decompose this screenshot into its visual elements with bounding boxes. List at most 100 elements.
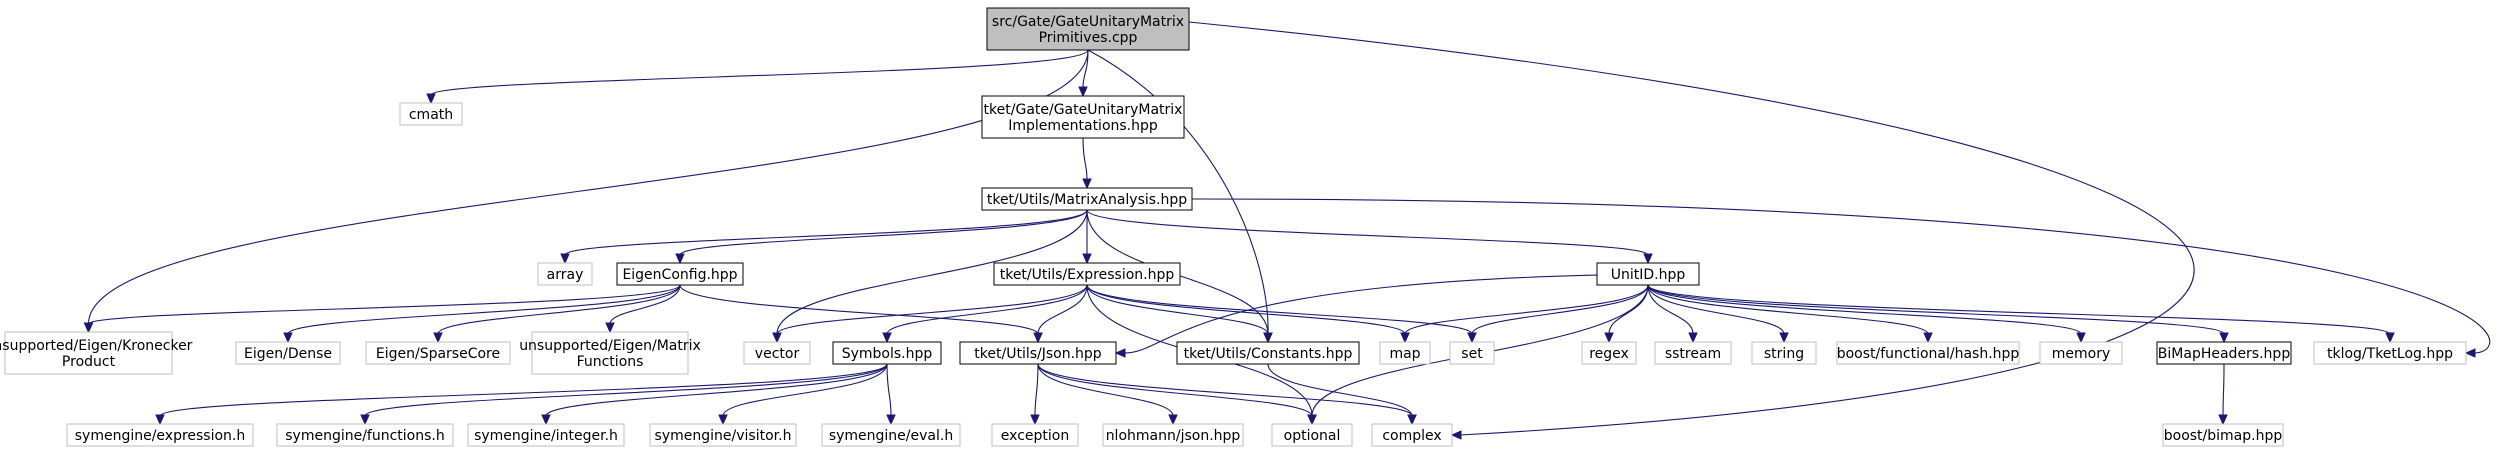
node-label: regex xyxy=(1589,346,1629,362)
node-box xyxy=(981,187,1193,211)
node-box xyxy=(1836,341,2020,365)
node-box xyxy=(832,341,942,365)
node-bimapheaders[interactable]: BiMapHeaders.hpp xyxy=(2156,341,2292,365)
node-vector: vector xyxy=(743,341,811,365)
node-label: set xyxy=(1461,346,1483,362)
arrowhead xyxy=(83,322,94,334)
arrowhead xyxy=(433,332,443,344)
node-box xyxy=(1596,262,1700,286)
edge-line xyxy=(1037,363,1174,417)
node-box xyxy=(1379,341,1431,365)
arrowhead xyxy=(360,414,370,426)
edge-constants-to-complex xyxy=(1267,363,1417,426)
node-box xyxy=(993,262,1181,286)
arrowhead xyxy=(2218,414,2228,426)
edge-unitid-to-boosthash xyxy=(1647,284,1933,344)
edge-unitid-to-string xyxy=(1647,284,1789,344)
edge-line xyxy=(287,284,681,335)
arrowhead xyxy=(1114,348,1126,358)
node-box xyxy=(467,423,625,447)
node-symexpr: symengine/expression.h xyxy=(66,423,254,447)
node-box xyxy=(1751,341,1817,365)
edge-line xyxy=(1086,284,1269,335)
node-memory: memory xyxy=(2039,341,2123,365)
node-box xyxy=(2313,341,2467,365)
edge-expression-to-json xyxy=(1033,284,1088,344)
edge-unitid-to-sstream xyxy=(1647,284,1698,344)
edge-expression-to-symbols xyxy=(882,284,1088,344)
arrowhead xyxy=(2385,332,2395,344)
edge-line xyxy=(722,363,888,417)
node-json[interactable]: tket/Utils/Json.hpp xyxy=(959,341,1117,365)
edge-line xyxy=(776,209,1088,335)
arrowhead xyxy=(1078,86,1088,98)
node-label: symengine/visitor.h xyxy=(655,428,792,444)
edge-line xyxy=(1404,284,1649,335)
edge-unitid-to-memory xyxy=(1647,284,2086,344)
edge-unitid-to-tketlog xyxy=(1647,284,2395,344)
arrowhead xyxy=(882,332,892,344)
arrowhead xyxy=(1030,414,1040,426)
arrowhead xyxy=(541,414,551,426)
node-box xyxy=(981,95,1185,139)
node-gumi[interactable]: tket/Gate/GateUnitaryMatrixImplementatio… xyxy=(981,95,1185,139)
arrowhead xyxy=(1643,253,1653,265)
edge-line xyxy=(1647,284,1929,335)
edge-line xyxy=(1086,284,1473,335)
node-label: Product xyxy=(62,354,116,370)
arrowhead xyxy=(1688,332,1698,344)
arrowhead xyxy=(675,253,685,265)
node-eigenconfig[interactable]: EigenConfig.hpp xyxy=(616,262,744,286)
node-unitid[interactable]: UnitID.hpp xyxy=(1596,262,1700,286)
node-box xyxy=(2156,341,2292,365)
edge-eigenconfig-to-eigendense xyxy=(283,284,681,344)
edge-line xyxy=(437,284,681,335)
node-matrixanalysis[interactable]: tket/Utils/MatrixAnalysis.hpp xyxy=(981,187,1193,211)
edge-unitid-to-json xyxy=(1114,273,1700,358)
node-boostbimap: boost/bimap.hpp xyxy=(2162,423,2284,447)
edge-root-to-complex xyxy=(1188,21,2195,440)
node-set: set xyxy=(1449,341,1495,365)
node-box xyxy=(235,341,341,365)
edge-matrixanalysis-to-expression xyxy=(1082,210,1092,265)
node-label: nlohmann/json.hpp xyxy=(1106,428,1241,444)
node-label: unsupported/Eigen/Matrix xyxy=(519,338,701,354)
node-label: BiMapHeaders.hpp xyxy=(2158,346,2291,362)
edge-line xyxy=(1191,198,2491,354)
node-nlohmann: nlohmann/json.hpp xyxy=(1102,423,1244,447)
arrowhead xyxy=(1400,332,1410,344)
node-label: memory xyxy=(2052,346,2111,362)
node-label: Primitives.cpp xyxy=(1039,30,1138,46)
edge-matrixanalysis-to-eigenconfig xyxy=(675,209,1088,265)
node-map: map xyxy=(1379,341,1431,365)
node-symbols[interactable]: Symbols.hpp xyxy=(832,341,942,365)
edge-gumi-to-matrixanalysis xyxy=(1082,137,1092,190)
node-box xyxy=(1176,341,1360,365)
arrowhead xyxy=(560,253,570,265)
arrowhead xyxy=(718,414,728,426)
node-label: array xyxy=(547,267,584,283)
arrowhead xyxy=(1407,414,1417,426)
arrowhead xyxy=(1604,332,1614,344)
edge-line xyxy=(1082,137,1088,181)
edge-eigenconfig-to-matrixfunctions xyxy=(605,284,681,334)
node-string: string xyxy=(1751,341,1817,365)
node-box xyxy=(66,423,254,447)
edge-line xyxy=(1647,284,2391,335)
node-label: UnitID.hpp xyxy=(1611,267,1686,283)
edge-line xyxy=(1647,284,1785,335)
node-box xyxy=(821,423,961,447)
node-expression[interactable]: tket/Utils/Expression.hpp xyxy=(993,262,1181,286)
node-label: map xyxy=(1389,346,1420,362)
edge-eigenconfig-to-json xyxy=(679,284,1043,344)
edge-symbols-to-symfunc xyxy=(360,363,888,426)
edge-unitid-to-set xyxy=(1467,284,1649,344)
arrowhead xyxy=(1450,430,1462,440)
edge-expression-to-constants xyxy=(1086,284,1273,344)
node-label: symengine/expression.h xyxy=(75,428,246,444)
edge-root-to-cmath xyxy=(426,49,1089,105)
edge-line xyxy=(2222,363,2225,417)
node-constants[interactable]: tket/Utils/Constants.hpp xyxy=(1176,341,1360,365)
